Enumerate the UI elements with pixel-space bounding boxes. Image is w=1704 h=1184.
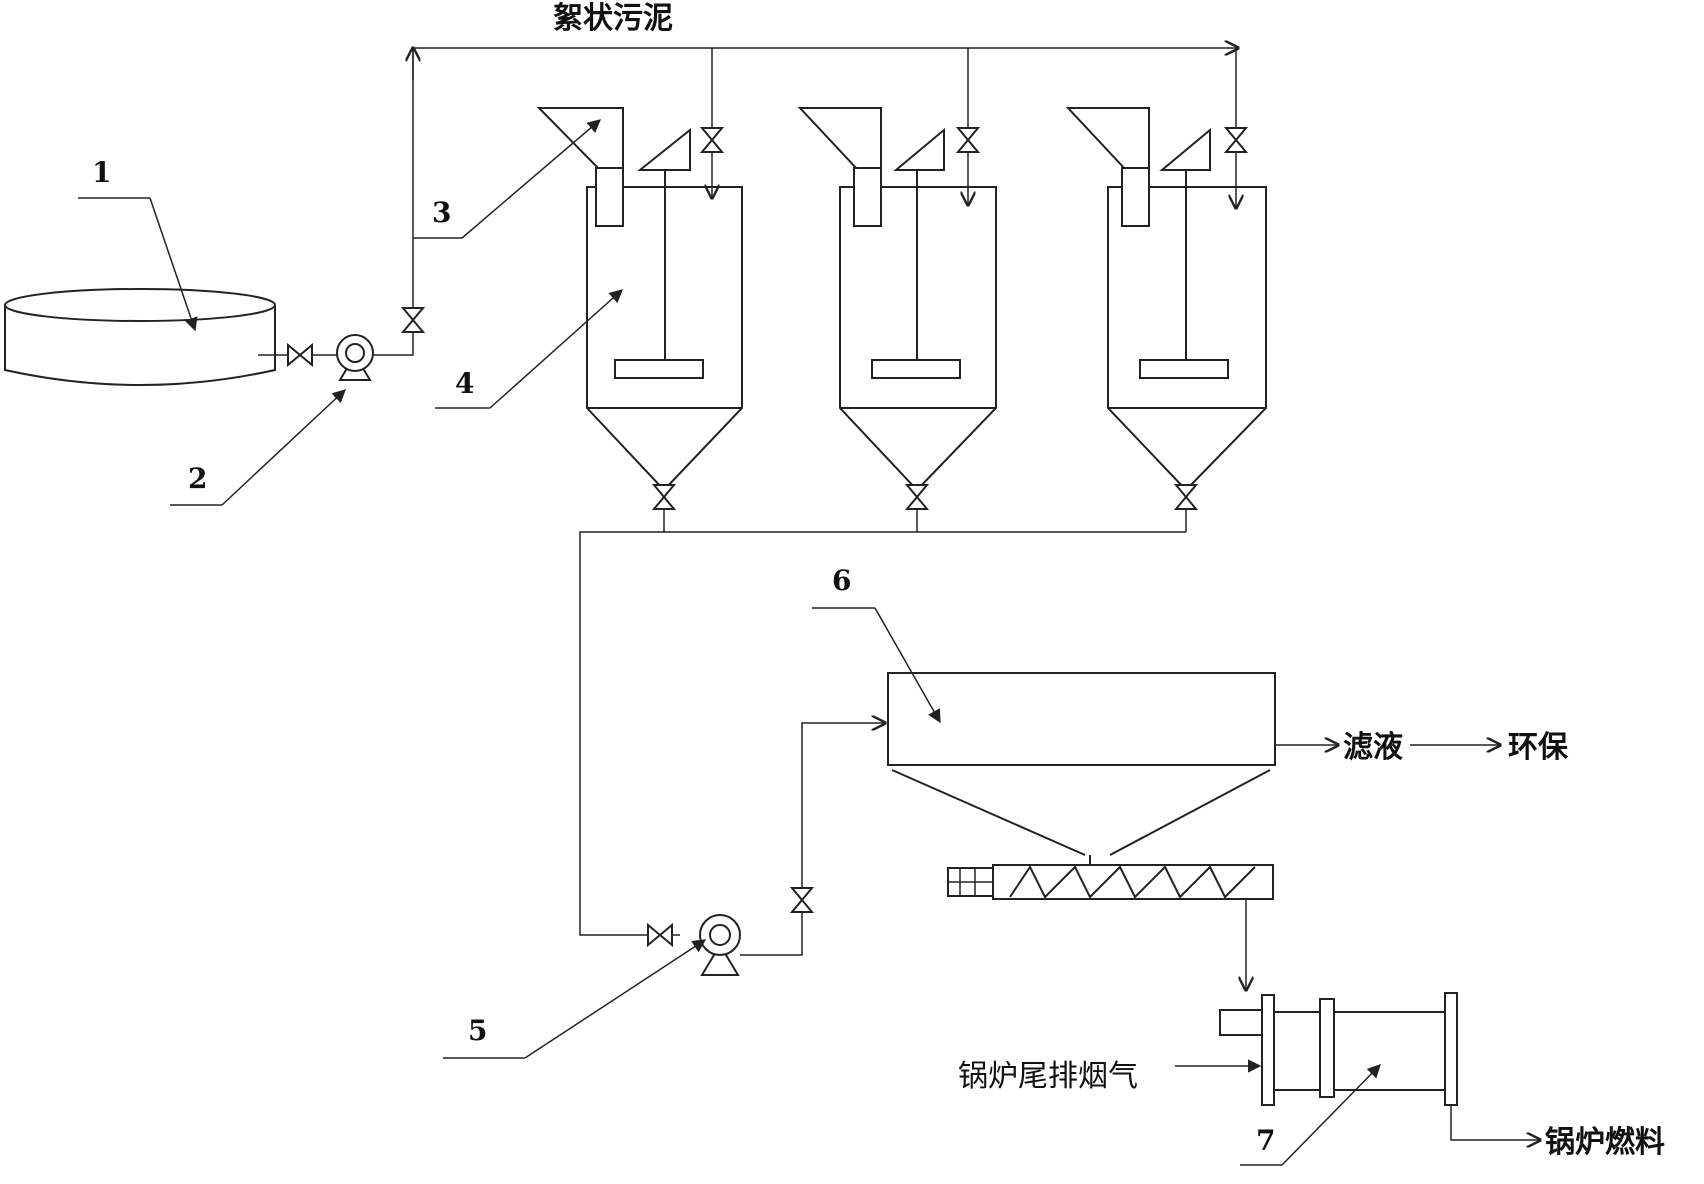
tank-outlet-valve (287, 344, 313, 366)
callout-4: 4 (455, 367, 474, 400)
boiler-fuel-pipe (1450, 1105, 1540, 1140)
sludge-storage-tank (4, 288, 276, 386)
pump-riser-pipe (373, 48, 414, 356)
conditioning-tank-2 (797, 107, 997, 492)
tank-drain-valve-2 (906, 484, 928, 510)
env-label: 环保 (1508, 730, 1569, 765)
filter-feed-pump (699, 914, 741, 976)
filter-press (887, 672, 1276, 870)
boiler-fuel-label: 锅炉燃料 (1545, 1125, 1665, 1160)
rotary-dryer (1219, 992, 1458, 1106)
callout-7: 7 (1256, 1124, 1275, 1157)
filter-feed-pipe (740, 723, 885, 956)
callout-5: 5 (468, 1014, 487, 1047)
tank-drain-valve-3 (1175, 484, 1197, 510)
filtrate-label: 滤液 (1343, 730, 1403, 765)
tank-drain-valve-1 (653, 484, 675, 510)
floc-sludge-label: 絮状污泥 (553, 1, 673, 36)
callout-2: 2 (188, 462, 207, 495)
header-valve-2 (957, 127, 979, 153)
header-valve-1 (701, 127, 723, 153)
callout-6: 6 (832, 564, 851, 597)
callout-3: 3 (432, 196, 451, 229)
conditioning-tank-3 (1065, 107, 1267, 492)
filter-feed-valve (791, 887, 813, 913)
flue-gas-label: 锅炉尾排烟气 (958, 1059, 1138, 1094)
screw-conveyor (947, 864, 1274, 900)
header-valve-3 (1225, 127, 1247, 153)
collection-pipe (579, 531, 1186, 936)
callout-1: 1 (92, 156, 111, 189)
pump2-inlet-valve (647, 924, 673, 946)
feed-pump (336, 334, 374, 381)
conditioning-tank-1 (536, 107, 743, 492)
riser-valve (402, 307, 424, 333)
